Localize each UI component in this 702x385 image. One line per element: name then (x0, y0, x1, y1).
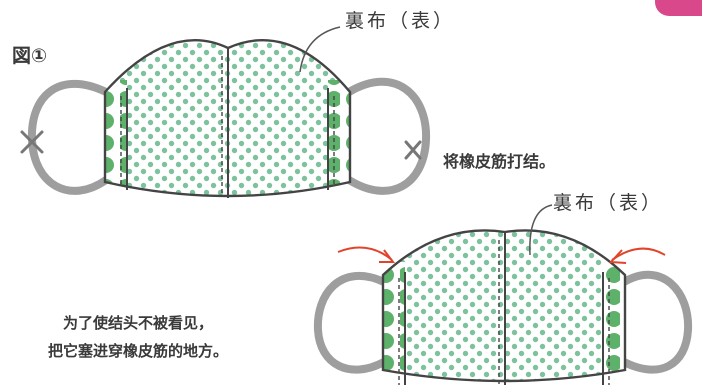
left-elastic-loop (27, 79, 110, 195)
tie-elastic-note: 将橡皮筋打结。 (443, 152, 556, 171)
left-knot-mark (20, 130, 44, 154)
bottom-left-elastic-loop (313, 272, 388, 374)
bottom-label-leader (529, 204, 553, 256)
fabric-label-bottom: 裏布（表） (553, 192, 664, 214)
bottom-mask (313, 204, 693, 385)
right-knot-mark (404, 140, 422, 160)
bottom-left-side-panel (383, 262, 405, 381)
top-mask (20, 26, 431, 198)
top-label-leader (299, 26, 341, 73)
hide-knot-note-line1: 为了使结头不被看见， (63, 314, 214, 332)
top-mask-outline (103, 39, 352, 198)
figure-label: 図① (12, 45, 48, 67)
right-tuck-arrow (611, 247, 666, 261)
bottom-right-side-panel (603, 262, 625, 381)
hide-knot-note-line2: 把它塞进穿橡皮筋的地方。 (48, 342, 229, 360)
bottom-mask-outline (381, 229, 627, 383)
right-elastic-loop (345, 77, 431, 195)
bottom-right-elastic-loop (620, 270, 693, 374)
hide-knot-note: 为了使结头不被看见， 把它塞进穿橡皮筋的地方。 (48, 309, 228, 365)
fabric-label-top: 裏布（表） (345, 10, 456, 32)
corner-tab (655, 0, 702, 16)
left-tuck-arrow (337, 246, 393, 261)
